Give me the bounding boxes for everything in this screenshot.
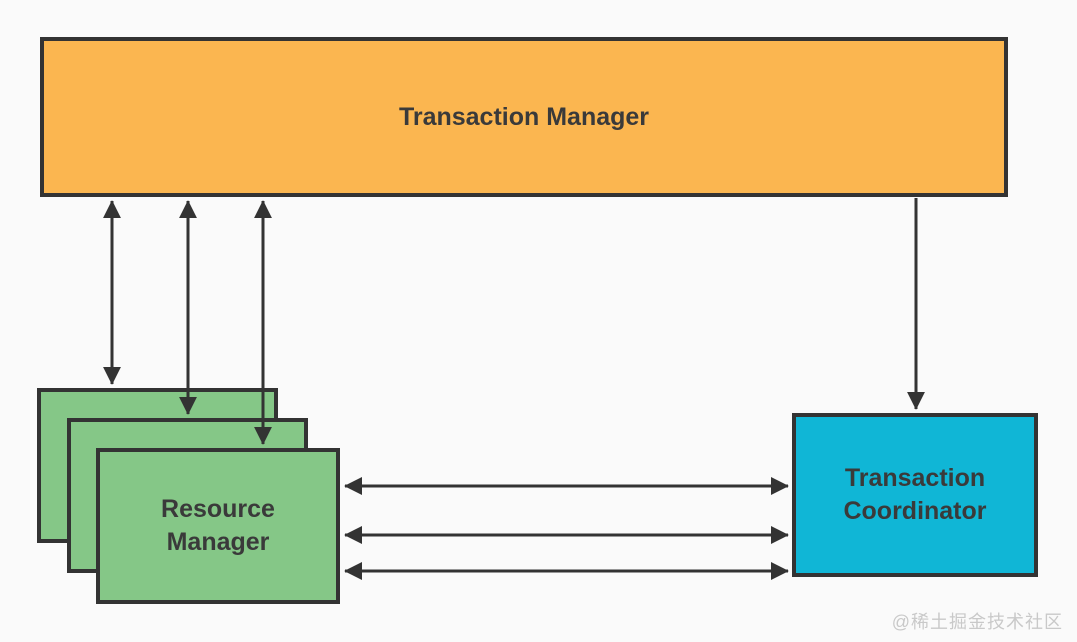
node-transaction-manager-label: Transaction Manager xyxy=(398,102,650,131)
watermark: @稀土掘金技术社区 xyxy=(891,612,1063,632)
node-transaction-manager: Transaction Manager xyxy=(40,37,1008,197)
node-resource-manager: Resource Manager xyxy=(96,448,340,604)
node-resource-manager-label: Resource Manager xyxy=(161,495,275,556)
node-transaction-coordinator-label: Transaction Coordinator xyxy=(843,464,987,525)
node-transaction-coordinator: Transaction Coordinator xyxy=(792,413,1038,577)
